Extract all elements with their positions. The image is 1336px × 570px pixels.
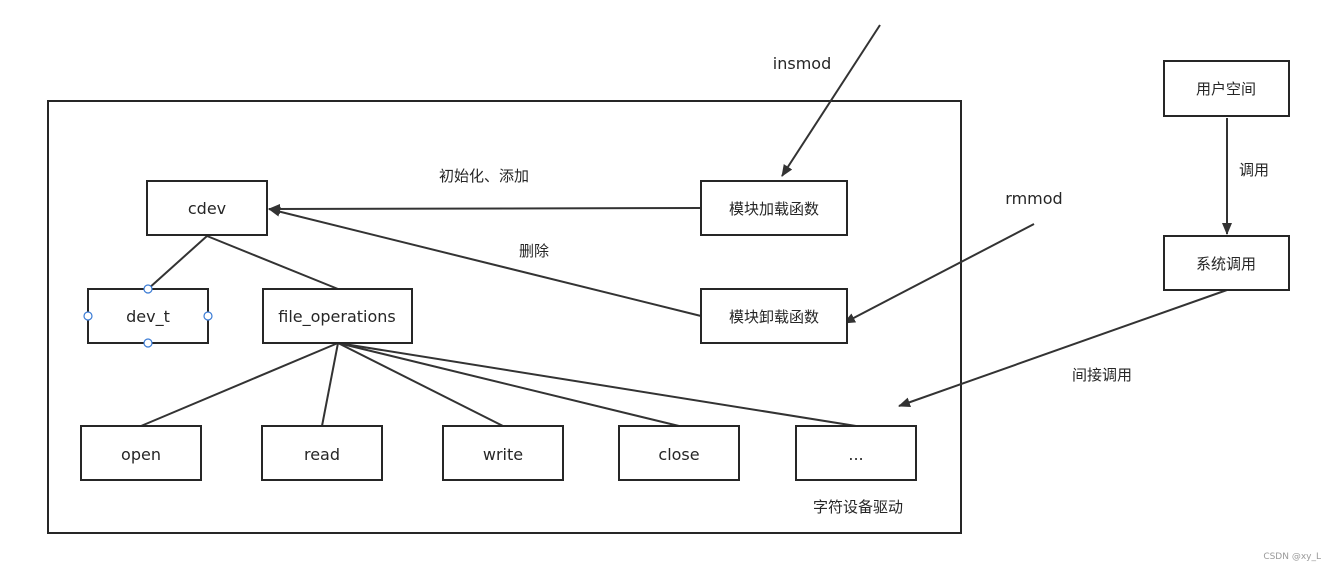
module-exit-label: 模块卸载函数	[729, 308, 819, 326]
arrow-rmmod	[843, 223, 1035, 324]
module-exit-box[interactable]	[700, 288, 848, 344]
syscall-box[interactable]	[1163, 235, 1290, 291]
file_operations-label: file_operations	[278, 307, 396, 327]
file_operations-box[interactable]	[262, 288, 413, 344]
close-label: close	[658, 445, 699, 464]
edge-fops-open	[140, 342, 339, 427]
driver-container	[47, 100, 962, 534]
open-box[interactable]	[80, 425, 202, 481]
driver-container-label: 字符设备驱动	[813, 498, 903, 516]
close-box[interactable]	[618, 425, 740, 481]
indirect-call-label: 间接调用	[1072, 366, 1132, 384]
call-label: 调用	[1239, 161, 1269, 179]
edge-cdev-dev_t	[147, 235, 208, 290]
ellipsis-label: ...	[848, 445, 863, 464]
dev_t-label: dev_t	[126, 307, 170, 327]
open-label: open	[121, 445, 161, 464]
cdev-box[interactable]	[146, 180, 268, 236]
selection-handle-bottom[interactable]	[143, 338, 153, 348]
write-box[interactable]	[442, 425, 564, 481]
init-add-label: 初始化、添加	[439, 167, 529, 185]
arrow-exit-to-cdev	[268, 206, 702, 317]
read-box[interactable]	[261, 425, 383, 481]
watermark: CSDN @xy_L	[1263, 552, 1321, 562]
ellipsis-box[interactable]	[795, 425, 917, 481]
arrow-init-to-cdev	[268, 203, 702, 214]
edge-cdev-file_operations	[206, 235, 339, 290]
module-init-box[interactable]	[700, 180, 848, 236]
arrow-insmod	[781, 24, 881, 177]
edge-fops-write	[337, 342, 504, 427]
insmod-label: insmod	[773, 54, 831, 73]
edge-fops-read	[321, 342, 339, 427]
cdev-label: cdev	[188, 199, 226, 218]
selection-handle-left[interactable]	[83, 311, 93, 321]
arrow-syscall-indirect	[898, 289, 1228, 408]
selection-handle-right[interactable]	[203, 311, 213, 321]
edge-fops-close	[337, 342, 680, 427]
edge-fops-ellipsis	[337, 342, 857, 427]
read-label: read	[304, 445, 340, 464]
selection-handle-top[interactable]	[143, 284, 153, 294]
user-space-label: 用户空间	[1196, 80, 1256, 98]
rmmod-label: rmmod	[1005, 189, 1062, 208]
module-init-label: 模块加载函数	[729, 200, 819, 218]
write-label: write	[483, 445, 523, 464]
user-space-box[interactable]	[1163, 60, 1290, 117]
syscall-label: 系统调用	[1196, 255, 1256, 273]
delete-label: 删除	[519, 242, 549, 260]
